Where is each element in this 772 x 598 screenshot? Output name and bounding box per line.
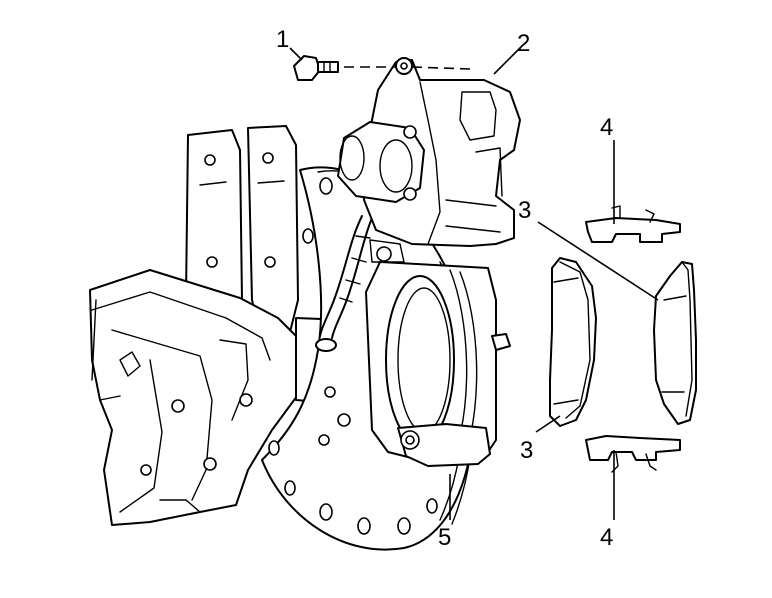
callout-2: 2: [517, 30, 530, 57]
brake-caliper: [337, 57, 521, 467]
leader-lines: [289, 47, 659, 520]
brake-hose: [315, 215, 373, 352]
callout-3-outer-pad: 3: [518, 197, 531, 224]
pad-retainer-clip-lower: [585, 435, 681, 473]
callout-4-lower-clip: 4: [600, 524, 613, 551]
steering-knuckle: [89, 125, 365, 526]
caliper-bolt: [293, 55, 471, 81]
callout-5: 5: [438, 524, 451, 551]
callout-labels: 1 2 3 3 4 4 5: [276, 26, 613, 551]
brake-pad-outer: [653, 261, 697, 425]
callout-1: 1: [276, 26, 289, 53]
pad-retainer-clip-upper: [585, 205, 681, 243]
brake-pad-inner: [549, 257, 597, 427]
callout-3-inner-pad: 3: [520, 437, 533, 464]
callout-4-upper-clip: 4: [600, 114, 613, 141]
